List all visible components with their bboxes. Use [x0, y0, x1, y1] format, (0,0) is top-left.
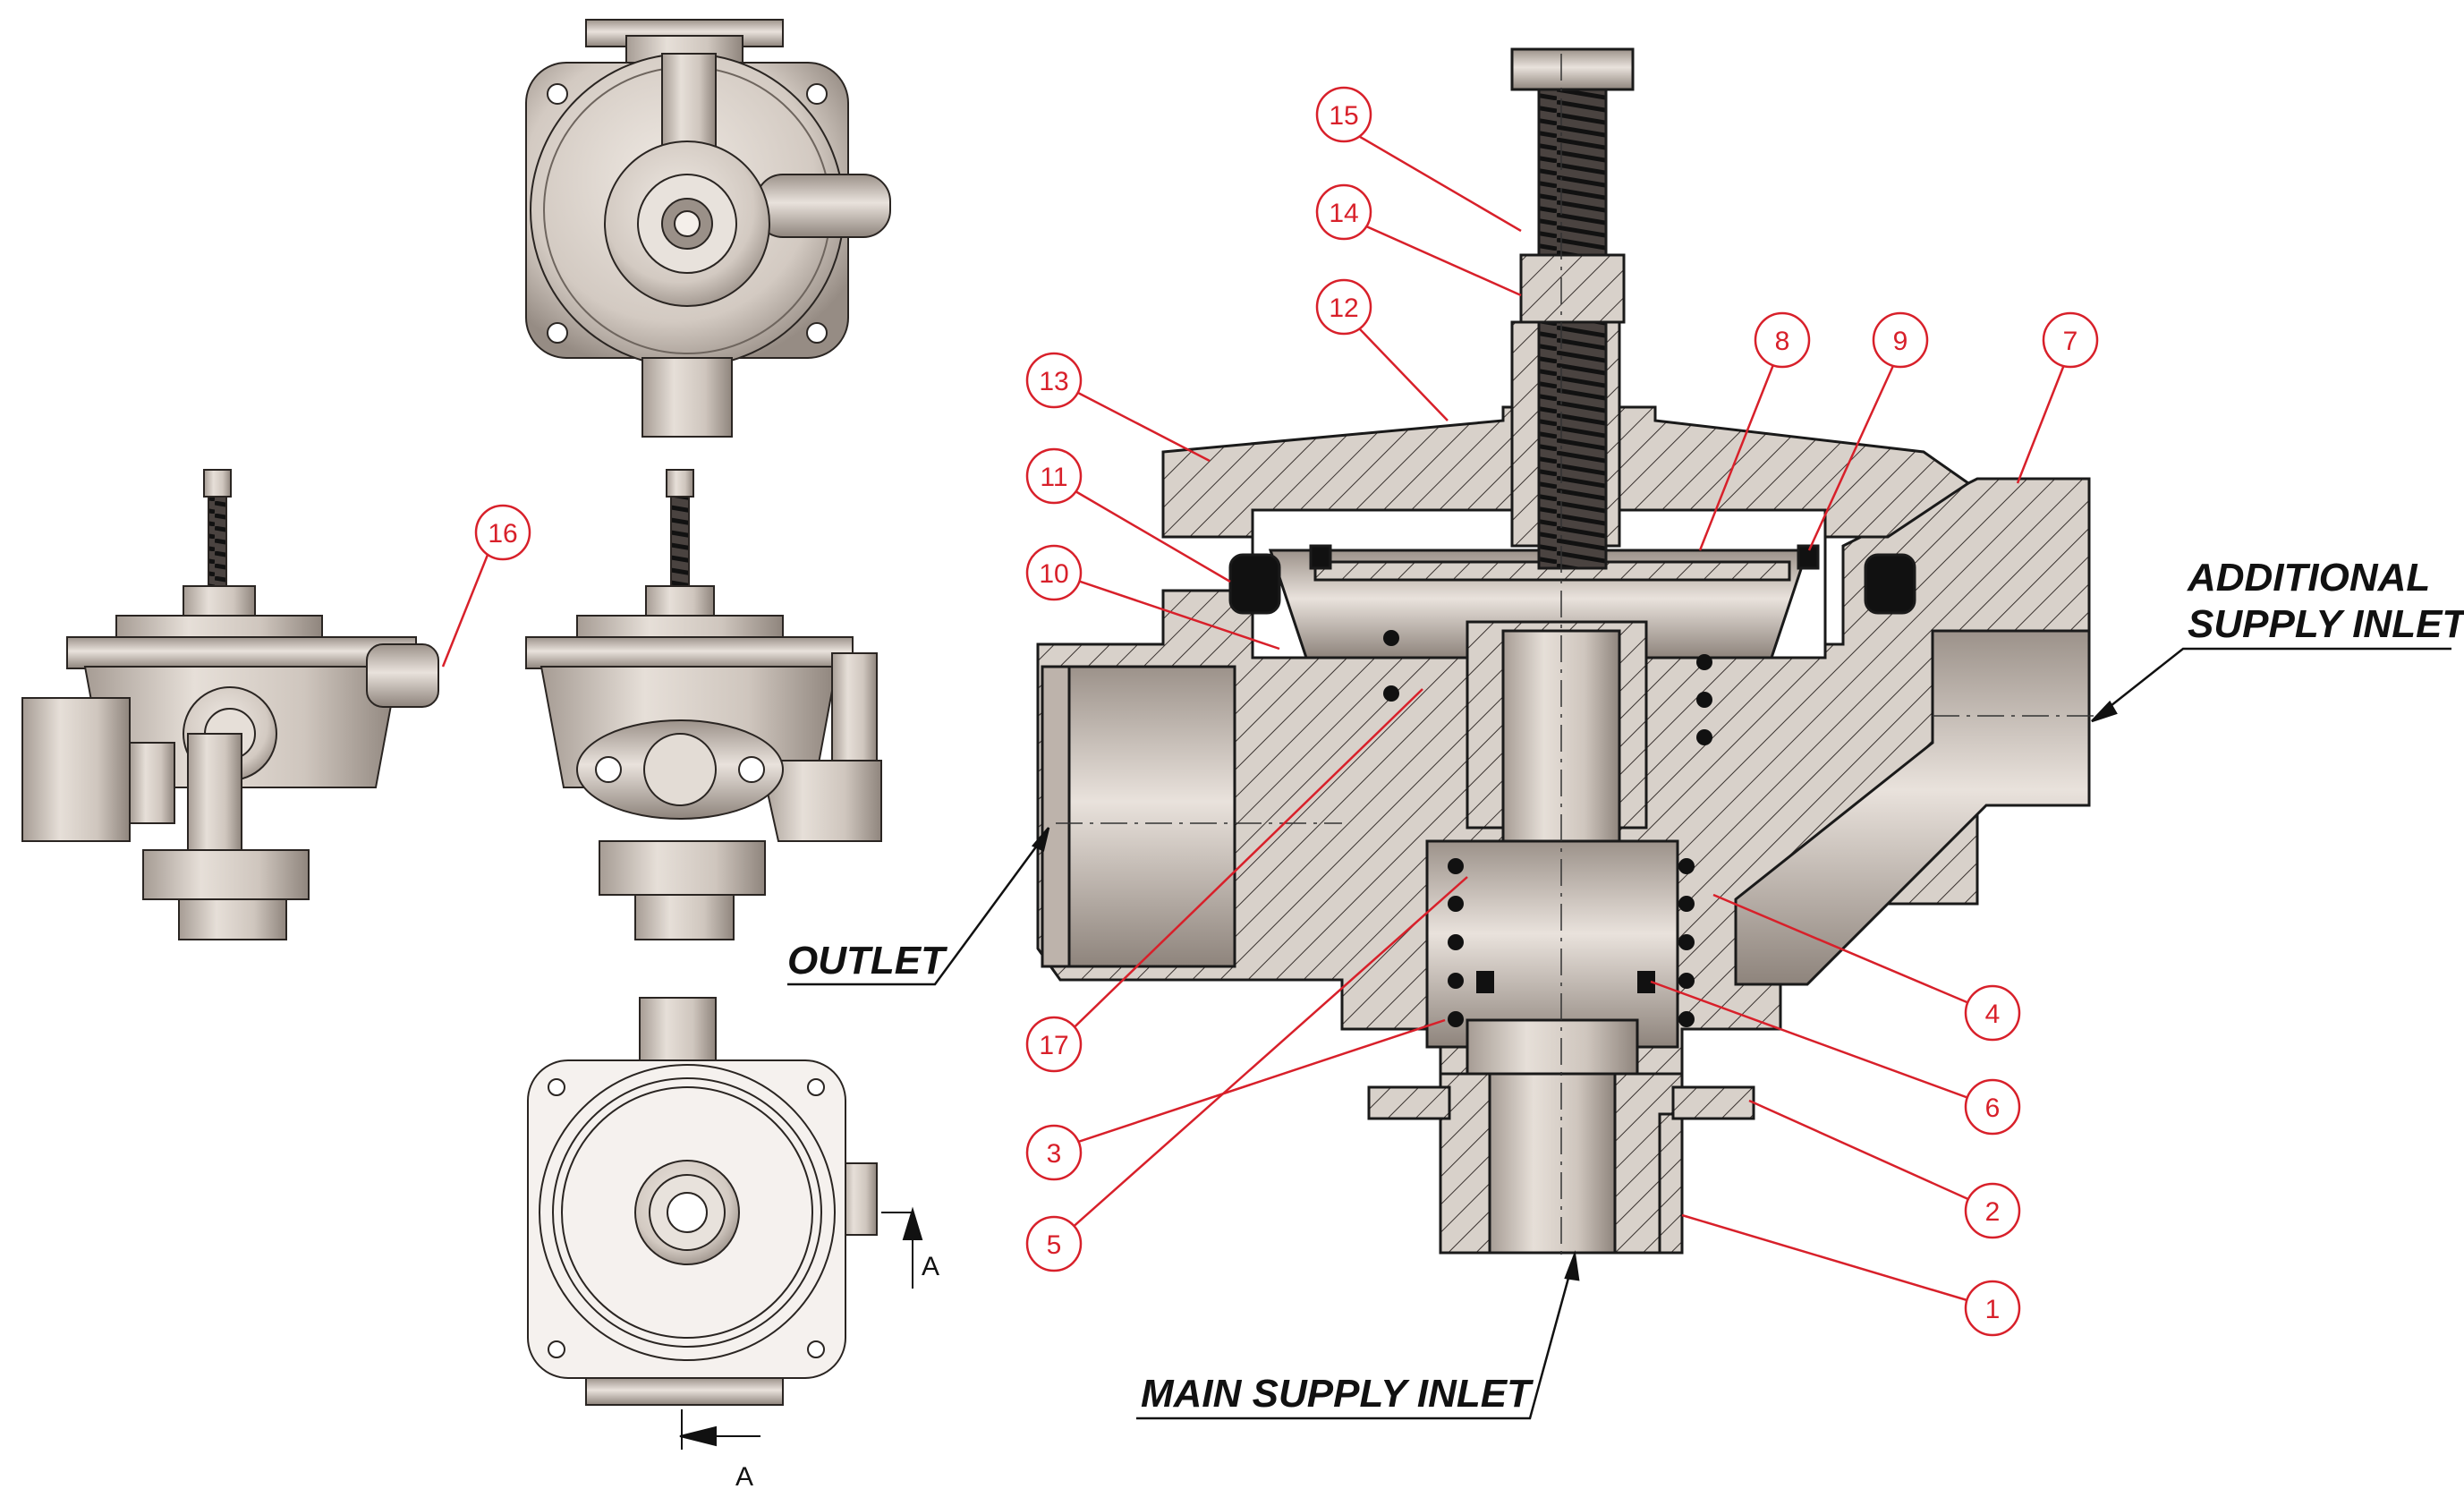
balloon-labels: 15 14 12 13 11 10 8 9 7 16 17 3 5 4 6 2 …: [488, 101, 2077, 1324]
balloon-label: 11: [1040, 463, 1067, 492]
balloon-label: 12: [1329, 294, 1358, 323]
additional-supply-inlet-label-line2: SUPPLY INLET: [2188, 602, 2464, 646]
section-view: [1036, 47, 2091, 1255]
side-view-front: [525, 469, 882, 940]
balloon-9: [1872, 311, 1929, 369]
balloon-15: [1315, 86, 1372, 143]
balloon-11: [1025, 447, 1083, 505]
callouts: [787, 647, 2451, 1420]
balloon-label: 7: [2063, 327, 2078, 356]
balloon-label: 14: [1329, 199, 1358, 228]
balloon-label: 10: [1039, 559, 1068, 589]
balloons: [474, 86, 2099, 1337]
balloon-5: [1025, 1215, 1083, 1272]
additional-supply-inlet-label-line1: ADDITIONAL: [2187, 556, 2430, 600]
balloon-label: 5: [1047, 1230, 1062, 1260]
balloon-3: [1025, 1124, 1083, 1181]
balloon-4: [1964, 984, 2021, 1042]
section-line-a: [679, 1206, 923, 1450]
bottom-view: [527, 997, 878, 1406]
balloon-label: 15: [1329, 101, 1358, 131]
main-supply-inlet-label: MAIN SUPPLY INLET: [1141, 1372, 1534, 1416]
leader-lines: [441, 123, 2069, 1308]
section-mark-a: A: [735, 1462, 753, 1492]
balloon-10: [1025, 544, 1083, 601]
balloon-label: 9: [1893, 327, 1908, 356]
balloon-label: 13: [1039, 367, 1068, 396]
bolt-icon: [547, 83, 828, 344]
center-line: [1056, 54, 2094, 1262]
spring: [1383, 630, 1712, 1027]
balloon-17: [1025, 1016, 1083, 1073]
balloon-label: 8: [1775, 327, 1790, 356]
balloon-label: 6: [1985, 1093, 2001, 1123]
balloon-label: 1: [1985, 1295, 2001, 1324]
balloon-label: 2: [1985, 1197, 2001, 1227]
balloon-label: 4: [1985, 1000, 2001, 1029]
bolt-icon: [548, 1078, 825, 1358]
balloon-12: [1315, 278, 1372, 336]
section-mark-a: A: [922, 1252, 939, 1281]
balloon-8: [1754, 311, 1811, 369]
balloon-6: [1964, 1078, 2021, 1136]
balloon-1: [1964, 1280, 2021, 1337]
balloon-13: [1025, 352, 1083, 409]
top-view: [525, 19, 891, 438]
balloon-16: [474, 504, 531, 561]
balloon-label: 17: [1039, 1031, 1068, 1060]
balloon-14: [1315, 183, 1372, 241]
balloon-label: 3: [1047, 1139, 1062, 1169]
side-view-left: [21, 469, 439, 940]
balloon-label: 16: [488, 519, 517, 549]
balloon-7: [2042, 311, 2099, 369]
outlet-label: OUTLET: [787, 939, 947, 983]
balloon-2: [1964, 1182, 2021, 1239]
